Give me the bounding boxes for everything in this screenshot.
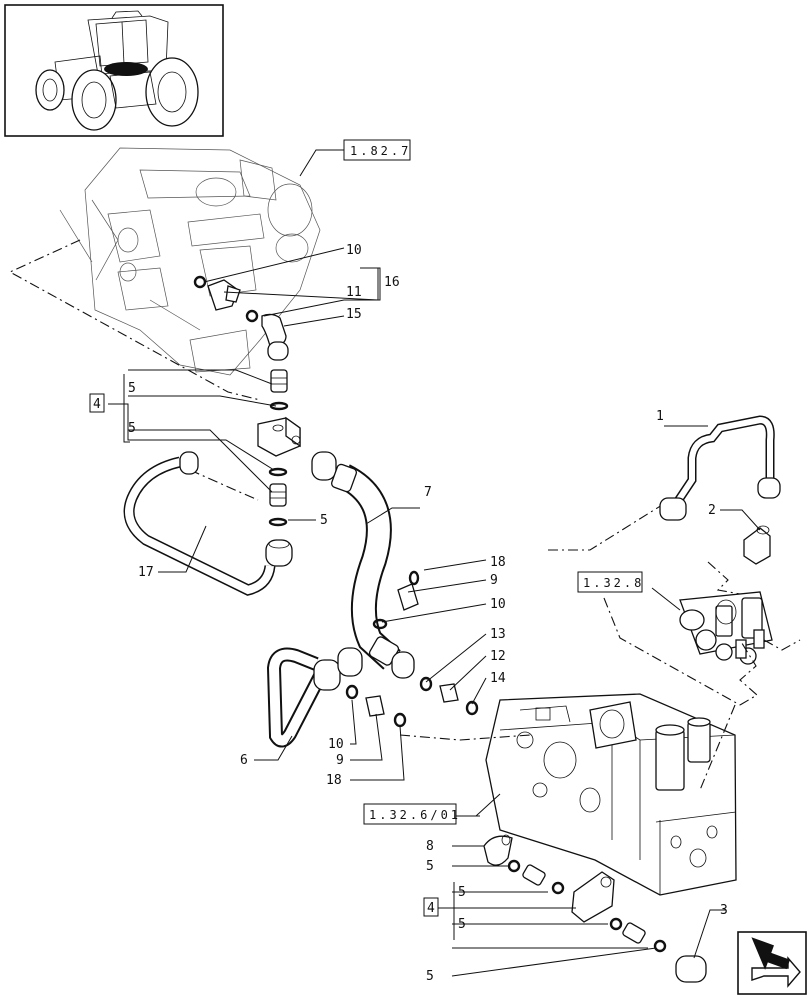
callout-5: 5 bbox=[458, 917, 466, 932]
tractor-thumbnail-icon bbox=[4, 4, 224, 137]
pipe-1 bbox=[659, 415, 781, 521]
reference-box-1-32-8[interactable]: 1.32.8 bbox=[577, 571, 644, 593]
pipe-17 bbox=[123, 451, 276, 596]
callout-5: 5 bbox=[458, 885, 466, 900]
callout-7: 7 bbox=[424, 485, 432, 500]
reference-box-1-32-6-01[interactable]: 1.32.6/01 bbox=[363, 803, 461, 825]
solenoid-valve-group bbox=[679, 591, 773, 665]
callout-box-4-upper: 4 bbox=[89, 393, 105, 413]
callout-10: 10 bbox=[328, 737, 344, 752]
callout-15: 15 bbox=[346, 307, 362, 322]
callout-18: 18 bbox=[326, 773, 342, 788]
elbow-2 bbox=[743, 525, 771, 565]
engine-block-upper bbox=[59, 147, 321, 376]
callout-label: 4 bbox=[427, 901, 435, 916]
callout-5: 5 bbox=[128, 381, 136, 396]
callout-8: 8 bbox=[426, 839, 434, 854]
callout-5: 5 bbox=[320, 513, 328, 528]
hose-7 bbox=[311, 451, 415, 679]
callout-2: 2 bbox=[708, 503, 716, 518]
callout-10: 10 bbox=[490, 597, 506, 612]
callout-14: 14 bbox=[490, 671, 506, 686]
callout-box-4-lower: 4 bbox=[423, 897, 439, 917]
valve-block bbox=[485, 693, 737, 896]
next-page-arrow-icon[interactable] bbox=[737, 931, 807, 995]
upper-fittings bbox=[193, 275, 289, 361]
reference-label: 1.32.8 bbox=[583, 576, 644, 590]
callout-13: 13 bbox=[490, 627, 506, 642]
callout-12: 12 bbox=[490, 649, 506, 664]
bracket-16 bbox=[360, 267, 381, 301]
callout-9: 9 bbox=[490, 573, 498, 588]
callout-17: 17 bbox=[138, 565, 154, 580]
callout-labels: 10 16 11 15 5 5 5 17 7 1 2 18 9 10 13 12… bbox=[128, 243, 728, 984]
callout-label: 4 bbox=[93, 397, 101, 412]
callout-3: 3 bbox=[720, 903, 728, 918]
callout-10: 10 bbox=[346, 243, 362, 258]
callout-5: 5 bbox=[128, 421, 136, 436]
callout-11: 11 bbox=[346, 285, 362, 300]
lower-fittings bbox=[483, 834, 707, 983]
callout-18: 18 bbox=[490, 555, 506, 570]
callout-5: 5 bbox=[426, 969, 434, 984]
middle-fittings bbox=[345, 570, 479, 728]
leader-lines bbox=[108, 149, 761, 977]
pipe-6 bbox=[266, 647, 363, 748]
reference-label: 1.32.6/01 bbox=[369, 808, 461, 822]
connection-dash-lines bbox=[8, 239, 801, 791]
callout-16: 16 bbox=[384, 275, 400, 290]
reference-box-1-82-7[interactable]: 1.82.7 bbox=[343, 139, 411, 161]
callout-9: 9 bbox=[336, 753, 344, 768]
callout-1: 1 bbox=[656, 409, 664, 424]
callout-6: 6 bbox=[240, 753, 248, 768]
reference-label: 1.82.7 bbox=[350, 144, 411, 158]
callout-5: 5 bbox=[426, 859, 434, 874]
central-tee-assembly bbox=[257, 369, 301, 567]
bracket-5-4-upper bbox=[123, 374, 130, 443]
